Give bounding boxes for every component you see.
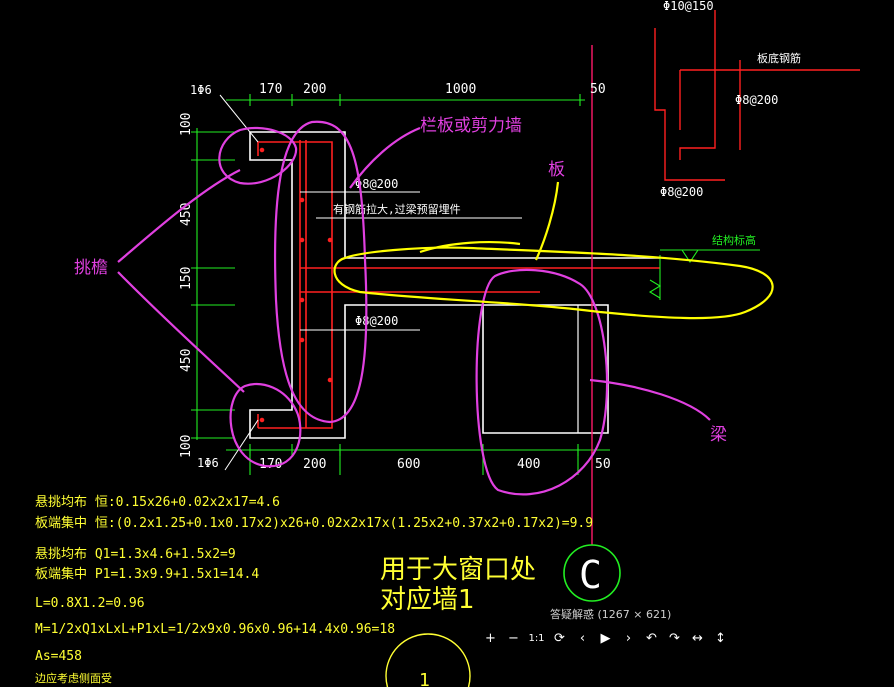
next-button[interactable]: › [625,631,632,646]
calc-line-5: L=0.8X1.2=0.96 [35,596,145,611]
title-line-2: 对应墙1 [380,585,475,615]
title-line-1: 用于大窗口处 [380,555,536,585]
flip-vertical-button[interactable]: ↕ [715,631,726,646]
detail-bubble-label: 1 [419,670,430,687]
rotate-right-button[interactable]: ↷ [669,631,680,646]
flip-horizontal-button[interactable]: ↔ [692,631,703,646]
axis-bubble-label: C [579,553,602,597]
calc-line-4: 板端集中 P1=1.3x9.9+1.5x1=14.4 [35,566,259,582]
rotate-left-button[interactable]: ↶ [646,631,657,646]
dim-bottom-3: 600 [397,457,420,472]
calc-block: 悬挑均布 恒:0.15x26+0.02x2x17=4.6 板端集中 恒:(0.2… [35,495,593,685]
dim-left-4: 450 [179,349,194,372]
magenta-markup [117,120,711,496]
actual-size-button[interactable]: 1:1 [528,633,545,644]
play-button[interactable]: ▶ [600,631,611,646]
dim-top-4: 50 [590,82,606,97]
prev-button[interactable]: ‹ [579,631,586,646]
dim-left-3: 150 [179,267,194,290]
top-right-detail [654,10,860,181]
calc-line-7: As=458 [35,649,82,664]
rebar-label-bottom: 1Φ6 [197,456,219,470]
rebar-lines [257,140,660,429]
zoom-out-button[interactable]: − [508,631,519,646]
top-right-rebar-title: 板底钢筋 [757,51,801,65]
yellow-markup [333,181,774,320]
rebar-note: 有钢筋拉大,过梁预留埋件 [333,202,461,216]
calc-line-2: 板端集中 恒:(0.2x1.25+0.1x0.17x2)x26+0.02x2x1… [35,515,593,531]
calc-line-8: 边应考虑侧面受 [35,671,112,685]
detail-bubble [385,633,471,687]
calc-line-3: 悬挑均布 Q1=1.3x4.6+1.5x2=9 [35,547,236,562]
annotation-beam: 梁 [710,425,727,445]
zoom-in-button[interactable]: + [485,631,496,646]
dim-top-3: 1000 [445,82,476,97]
rebar-label-top: 1Φ6 [190,83,212,97]
annotation-wall: 栏板或剪力墙 [420,116,522,136]
reset-button[interactable]: ⟳ [554,631,565,646]
dim-left-5: 100 [179,435,194,458]
annotation-eave: 挑檐 [74,258,108,278]
viewer-caption: 答疑解惑 (1267 × 621) [550,608,672,621]
struct-elev-label: 结构标高 [712,233,756,247]
viewer-toolbar: + − 1:1 ⟳ ‹ ▶ › ↶ ↷ ↔ ↕ [482,628,732,650]
leader-lines [219,94,522,471]
top-right-label-2: Φ8@200 [735,93,778,107]
axis-bubble [563,544,621,602]
annotation-slab: 板 [548,160,565,180]
dim-top-2: 200 [303,82,326,97]
dim-bottom-4: 400 [517,457,540,472]
rebar-label-wall-lower: Φ8@200 [355,314,398,328]
dim-left-1: 100 [179,113,194,136]
calc-line-1: 悬挑均布 恒:0.15x26+0.02x2x17=4.6 [35,495,280,510]
calc-line-6: M=1/2xQ1xLxL+P1xL=1/2x9x0.96x0.96+14.4x0… [35,622,395,637]
dim-bottom-5: 50 [595,457,611,472]
top-right-label-3: Φ8@200 [660,185,703,199]
top-right-label-1: Φ10@150 [663,0,714,13]
dim-bottom-2: 200 [303,457,326,472]
dim-top-1: 170 [259,82,282,97]
rebar-label-wall-upper: Φ8@200 [355,177,398,191]
dim-bottom-1: 170 [259,457,282,472]
section-outline [249,131,660,439]
dimension-lines [191,94,760,475]
